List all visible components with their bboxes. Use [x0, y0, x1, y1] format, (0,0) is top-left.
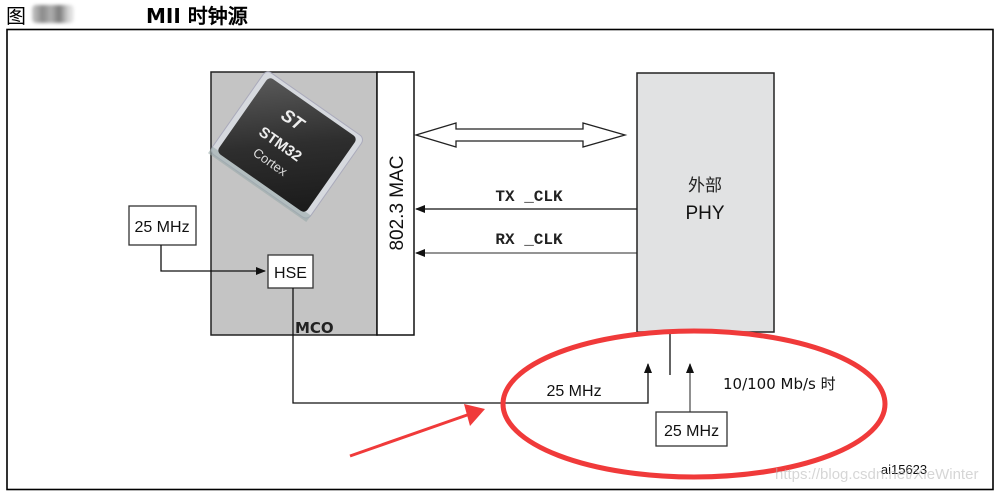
crystal-bottom-box	[655, 411, 728, 447]
mco-freq-label: 25 MHz	[546, 383, 601, 400]
phy-line2: PHY	[685, 203, 724, 224]
figure-id: ai15623	[881, 462, 927, 477]
mco-clock-line	[292, 288, 652, 404]
rx-clk-label: RX _CLK	[495, 231, 563, 249]
stm32-chip-image: ST STM32 Cortex	[208, 71, 363, 223]
crystal-left-label: 25 MHz	[134, 219, 189, 236]
hse-box	[267, 254, 314, 289]
figure-name: MII 时钟源	[146, 3, 248, 28]
watermark: https://blog.csdn.net/XieWinter	[775, 466, 979, 483]
figure-title: 图 MII 时钟源	[6, 0, 248, 28]
mac-block	[376, 71, 415, 336]
annotation-ellipse	[500, 328, 888, 480]
blurred-figure-number	[32, 5, 74, 23]
mco-label: MCO	[295, 319, 334, 337]
phy-line1: 外部	[688, 176, 722, 196]
figure-frame	[6, 28, 994, 491]
tx-clk-label: TX _CLK	[495, 188, 563, 206]
annotation-arrow	[349, 404, 485, 458]
phy-block	[636, 72, 775, 333]
crystal-left-box	[128, 205, 197, 246]
crystal-bottom-label: 25 MHz	[664, 423, 719, 440]
crystal-to-hse-line	[160, 245, 266, 275]
hse-label: HSE	[274, 265, 307, 282]
data-bus-arrow	[413, 122, 628, 148]
speed-note: 10/100 Mb/s 时	[723, 375, 836, 393]
figure-prefix: 图	[6, 3, 26, 28]
mac-label: 802.3 MAC	[387, 155, 408, 250]
